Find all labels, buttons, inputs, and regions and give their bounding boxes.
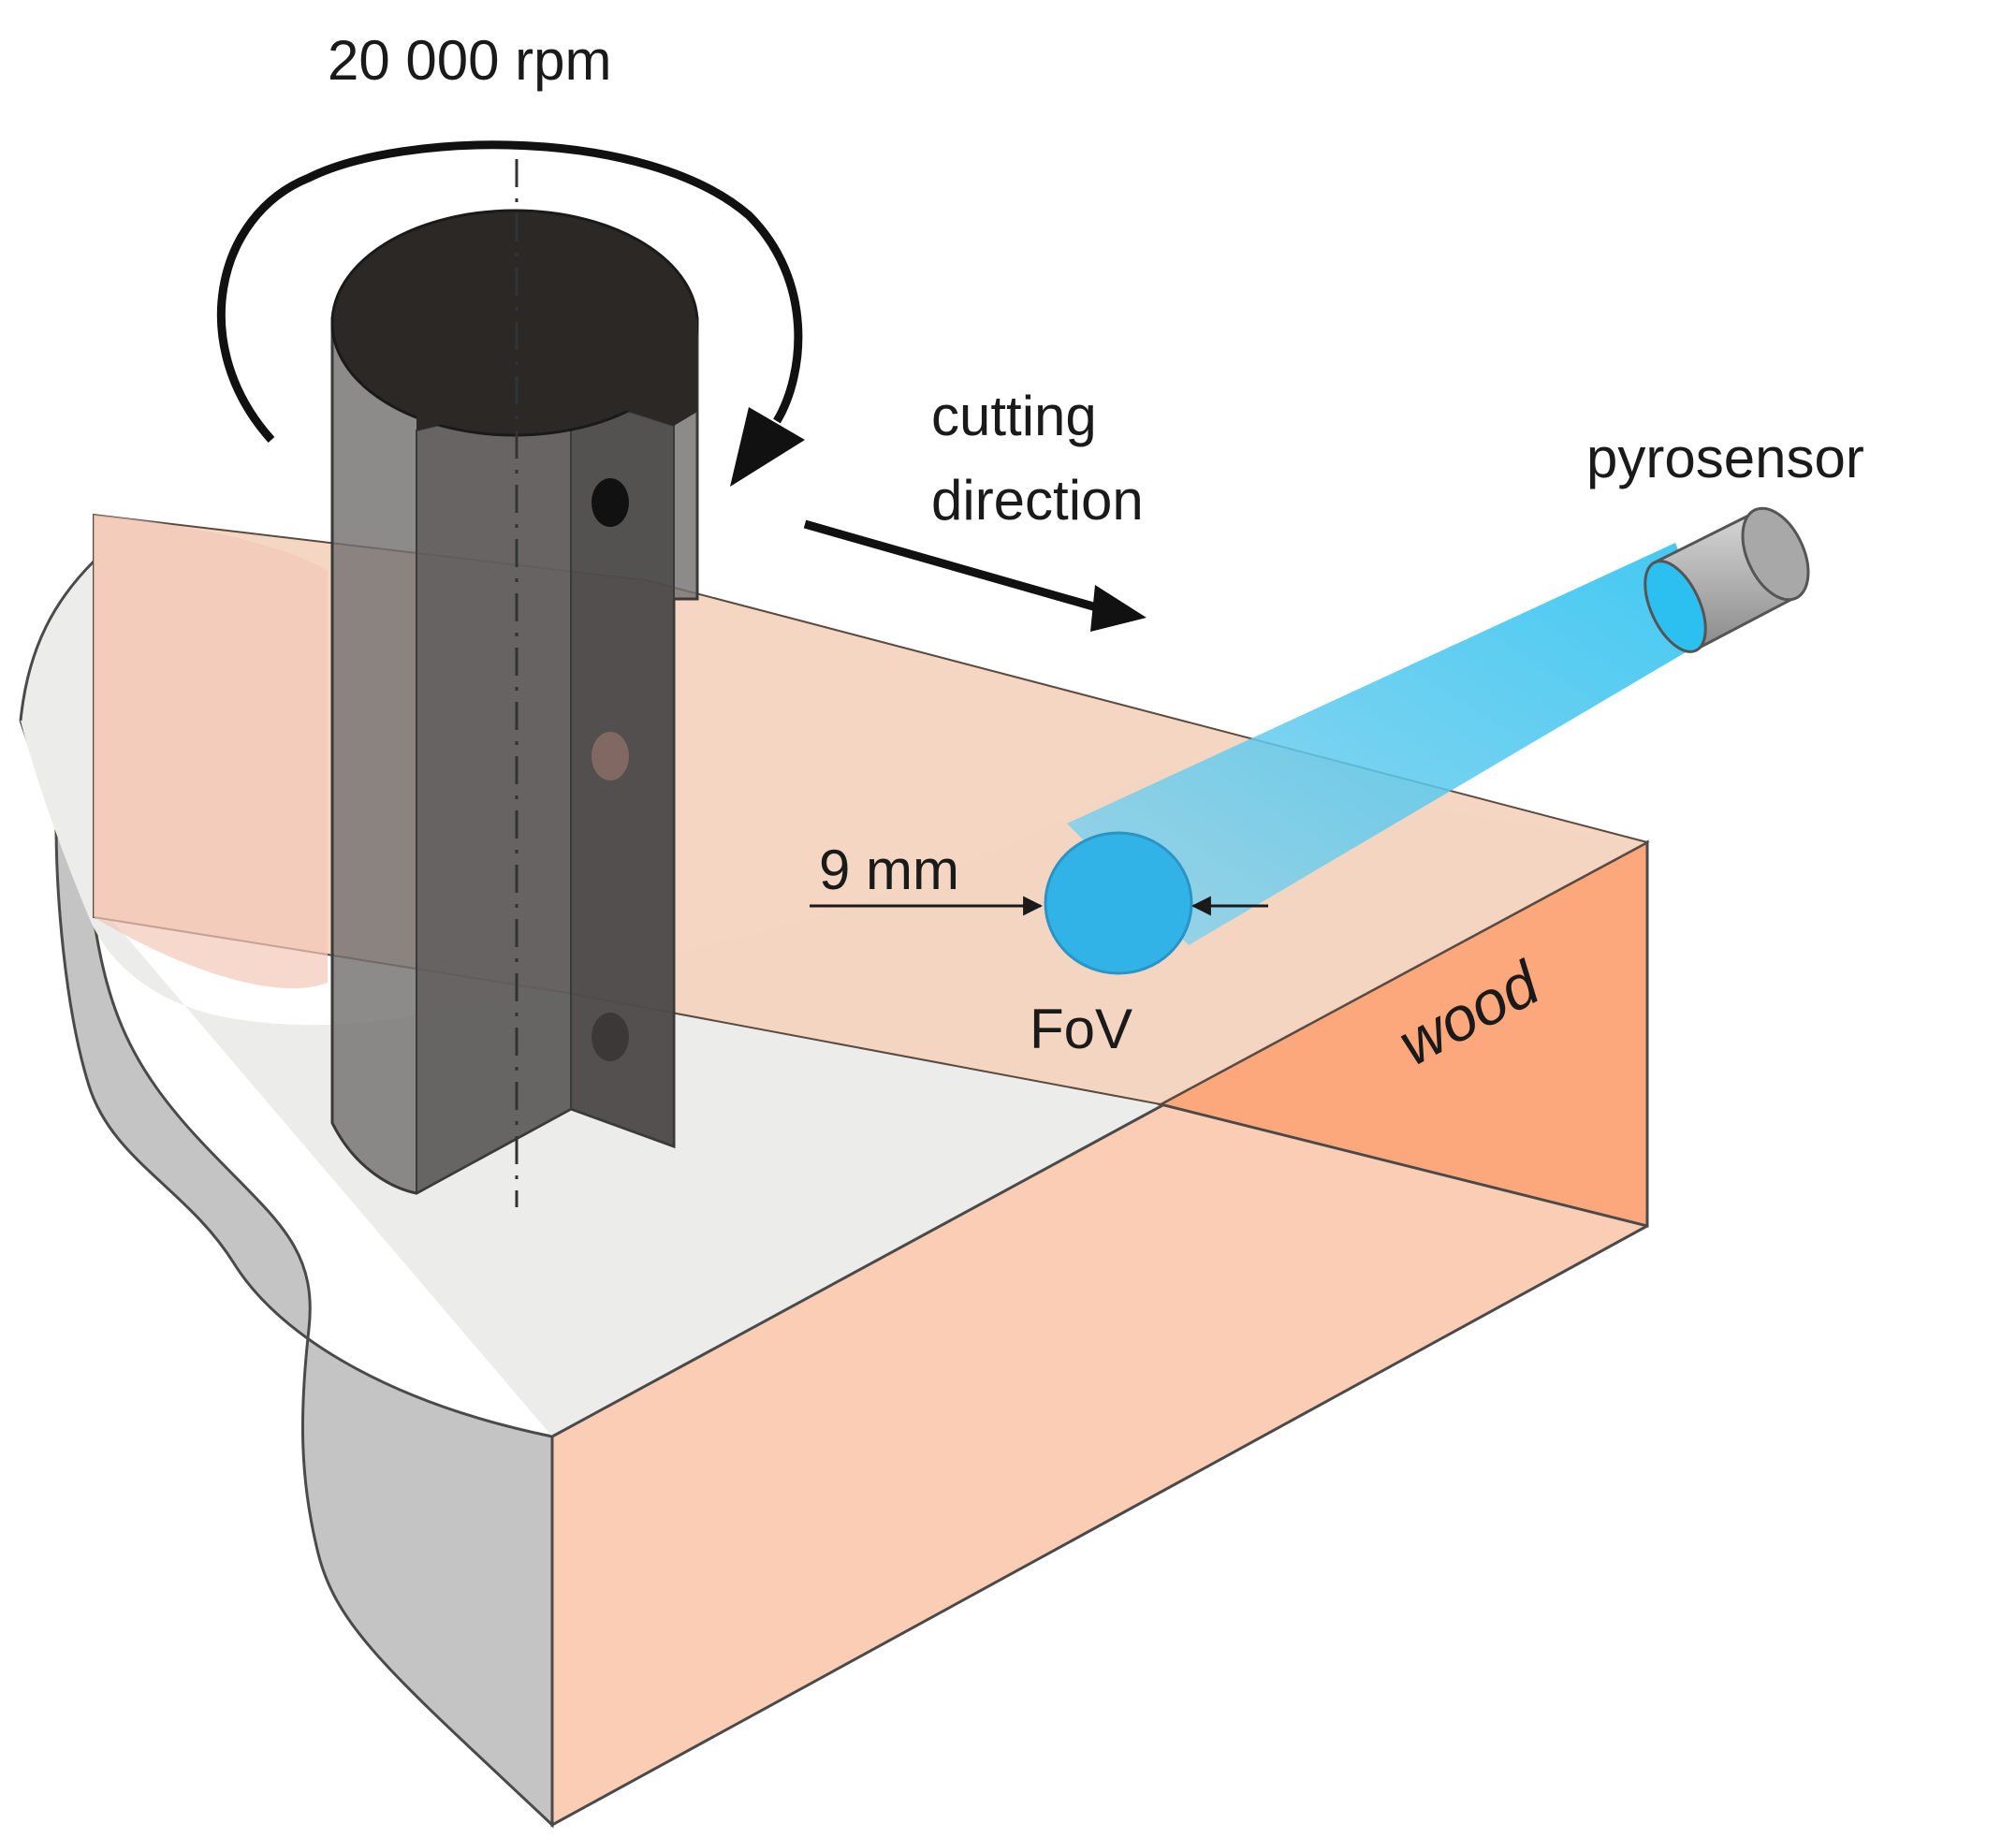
rotation-arrow bbox=[216, 140, 805, 487]
beam-cone bbox=[1067, 543, 1713, 945]
wood-cut-edge bbox=[94, 515, 328, 989]
fov-spot bbox=[1044, 831, 1193, 975]
cutting-direction-label-line2: direction bbox=[931, 469, 1144, 532]
diameter-label: 9 mm bbox=[819, 839, 959, 901]
cutting-direction-label-line1: cutting bbox=[931, 385, 1097, 447]
fov-label: FoV bbox=[1030, 998, 1132, 1060]
pyrosensor-device bbox=[1643, 506, 1810, 653]
tool-top-notch bbox=[416, 318, 697, 430]
workpiece-side-face bbox=[19, 719, 554, 1829]
sensor-beam bbox=[1044, 506, 1810, 975]
rpm-label: 20 000 rpm bbox=[328, 29, 612, 92]
cutting-direction-arrow bbox=[803, 519, 1147, 632]
workpiece-top-outline bbox=[19, 560, 95, 722]
tool-hole-bottom bbox=[592, 1013, 629, 1061]
tool-hole-top bbox=[592, 478, 629, 527]
rotation-arrowhead bbox=[730, 407, 805, 487]
tool-hole-mid bbox=[592, 732, 629, 780]
milling-tool bbox=[330, 159, 699, 1207]
cutting-arrowhead bbox=[1090, 585, 1147, 632]
tool-flute-face bbox=[416, 391, 572, 1195]
pyrosensor-label: pyrosensor bbox=[1586, 427, 1864, 489]
